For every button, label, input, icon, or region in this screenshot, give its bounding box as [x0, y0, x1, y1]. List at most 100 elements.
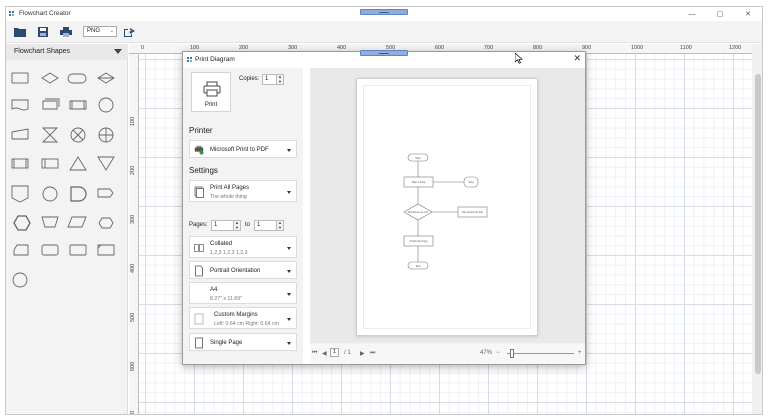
printer-select[interactable]: Microsoft Print to PDF — [189, 140, 297, 158]
toolbar: PNG ⌄ — [6, 21, 762, 43]
chevron-down-icon — [287, 247, 291, 250]
shape-delay[interactable] — [70, 186, 87, 202]
export-format-select[interactable]: PNG ⌄ — [83, 26, 117, 37]
shape-predefined-process[interactable] — [11, 158, 29, 169]
printer-icon — [203, 81, 221, 97]
spin-up-icon[interactable]: ▲ — [235, 220, 239, 225]
shape-summing-junction[interactable] — [70, 127, 86, 143]
page-number-input[interactable]: 1 — [330, 348, 339, 357]
flow-process-1-label: Take a Step — [412, 180, 426, 184]
shape-decision[interactable] — [97, 72, 115, 84]
printer-icon — [60, 27, 72, 37]
settings-heading: Settings — [189, 166, 218, 175]
portrait-page-icon — [195, 265, 203, 277]
pages-from-stepper[interactable]: ▲▼ — [233, 220, 240, 230]
shape-card[interactable] — [97, 244, 115, 256]
pages-from-input[interactable]: 1 ▲▼ — [211, 220, 241, 231]
open-folder-button[interactable] — [12, 24, 28, 40]
zoom-slider-thumb[interactable] — [510, 349, 514, 358]
spin-down-icon[interactable]: ▼ — [235, 224, 239, 230]
vertical-ruler: 100 200 300 400 500 600 700 — [129, 54, 139, 414]
spin-up-icon[interactable]: ▲ — [278, 74, 282, 79]
shape-preparation[interactable] — [98, 217, 114, 229]
shape-manual-operation[interactable] — [13, 244, 29, 256]
ruler-label: 1200 — [729, 45, 742, 51]
copies-input[interactable]: 1 ▲▼ — [262, 74, 284, 85]
shape-document[interactable] — [11, 99, 29, 111]
shape-hexagon[interactable] — [13, 215, 31, 231]
shape-terminator[interactable] — [67, 73, 87, 84]
shape-internal-storage[interactable] — [41, 158, 59, 169]
minimize-button[interactable]: — — [688, 10, 696, 18]
close-window-button[interactable]: ✕ — [745, 11, 751, 18]
copies-stepper[interactable]: ▲▼ — [276, 74, 283, 84]
pages-range-row: Pages: 1 ▲▼ to 1 ▲▼ — [189, 220, 299, 232]
collate-icon — [194, 244, 204, 252]
shape-display[interactable] — [97, 188, 114, 198]
save-button[interactable] — [35, 24, 51, 40]
export-button[interactable] — [121, 24, 137, 40]
shape-connector[interactable] — [98, 97, 114, 113]
shape-circle-outline[interactable] — [42, 186, 58, 202]
shape-or[interactable] — [98, 127, 114, 143]
shape-trapezoid[interactable] — [41, 216, 59, 228]
ruler-label: 600 — [435, 45, 445, 51]
next-page-button[interactable]: ▶ — [360, 351, 365, 357]
shape-parallelogram[interactable] — [67, 216, 87, 228]
dialog-app-icon — [187, 57, 193, 63]
shape-off-page[interactable] — [11, 185, 29, 203]
print-submit-button[interactable]: Print — [191, 72, 231, 112]
pages-per-sheet-select[interactable]: Single Page — [189, 333, 297, 351]
window-drag-handle[interactable] — [360, 9, 408, 15]
last-page-button[interactable]: ⏭ — [370, 350, 376, 356]
orientation-select[interactable]: Portrait Orientation — [189, 261, 297, 279]
collation-select[interactable]: Collated 1,2,3 1,2,3 1,2,3 — [189, 236, 297, 258]
pages-to-stepper[interactable]: ▲▼ — [276, 220, 283, 230]
first-page-button[interactable]: ⏮ — [312, 350, 318, 356]
chevron-down-icon — [287, 293, 291, 296]
preview-area[interactable]: Start Take a Step Stop Should we go on? … — [310, 68, 585, 343]
margins-select[interactable]: Custom Margins Left: 0.64 cm Right: 0.64… — [189, 307, 297, 329]
spin-down-icon[interactable]: ▼ — [278, 78, 282, 84]
print-range-subtitle: The whole thing — [210, 194, 247, 200]
flow-side-2-label: We should do that — [462, 210, 483, 214]
scrollbar-thumb[interactable] — [755, 74, 761, 374]
single-page-icon — [195, 337, 203, 349]
dialog-close-button[interactable]: ✕ — [573, 53, 581, 63]
shape-manual-input[interactable] — [11, 128, 29, 140]
shape-decision-wide[interactable] — [41, 72, 59, 84]
ruler-label: 400 — [130, 263, 136, 273]
dialog-title: Print Diagram — [195, 56, 235, 63]
spin-up-icon[interactable]: ▲ — [278, 220, 282, 225]
printer-name: Microsoft Print to PDF — [210, 147, 269, 153]
dialog-drag-handle[interactable] — [360, 50, 408, 56]
zoom-out-button[interactable]: − — [496, 350, 500, 356]
print-range-select[interactable]: Print All Pages The whole thing — [189, 180, 297, 202]
shape-process[interactable] — [11, 72, 29, 84]
vertical-scrollbar[interactable] — [752, 44, 762, 414]
shape-start-circle[interactable] — [12, 272, 28, 288]
flow-side-2 — [457, 206, 488, 218]
shape-multi-document[interactable] — [42, 98, 60, 110]
print-button[interactable] — [58, 24, 74, 40]
pages-to-value: 1 — [257, 222, 261, 228]
chevron-down-icon — [287, 318, 291, 321]
print-settings-panel: Print Copies: 1 ▲▼ Printer Microsoft Pri… — [183, 68, 303, 364]
prev-page-button[interactable]: ◀ — [322, 351, 327, 357]
shape-collate[interactable] — [41, 127, 59, 143]
shape-data[interactable] — [69, 100, 87, 110]
shape-merge[interactable] — [97, 156, 115, 171]
zoom-slider-track[interactable] — [507, 353, 574, 354]
pages-to-input[interactable]: 1 ▲▼ — [254, 220, 284, 231]
maximize-button[interactable]: ▢ — [716, 11, 724, 18]
shape-stored-data[interactable] — [69, 244, 87, 256]
paper-size-select[interactable]: A4 8.27" x 11.69" — [189, 282, 297, 304]
shapes-panel-header[interactable]: Flowchart Shapes — [6, 44, 128, 60]
shape-rounded-rect[interactable] — [41, 244, 59, 256]
spin-down-icon[interactable]: ▼ — [278, 224, 282, 230]
preview-flowchart: Start Take a Step Stop Should we go on? … — [403, 153, 488, 270]
ruler-label: 1000 — [631, 45, 644, 51]
flow-start-label: Start — [415, 156, 421, 160]
zoom-in-button[interactable]: + — [578, 350, 582, 356]
shape-extract[interactable] — [69, 156, 87, 171]
